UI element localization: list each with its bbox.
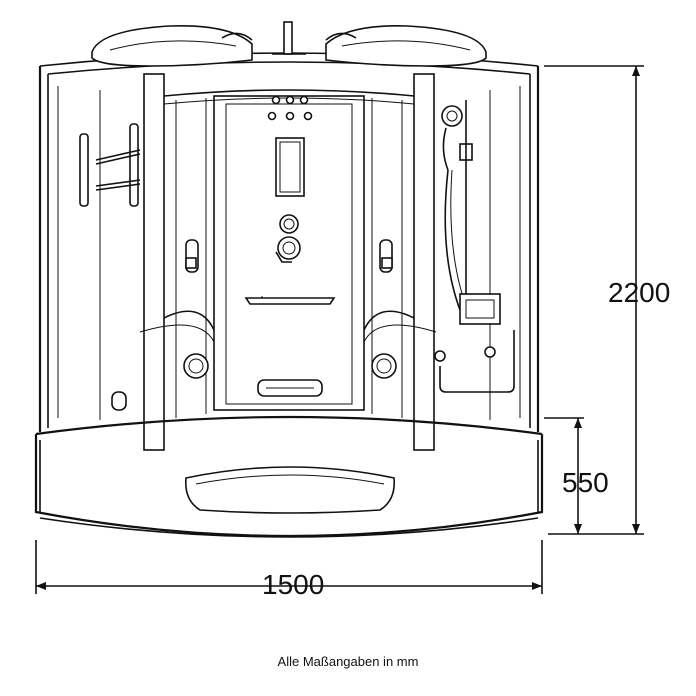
side-jets — [139, 310, 437, 379]
dimension-width — [35, 540, 543, 594]
label-width: 1500 — [262, 569, 324, 600]
door-handles — [185, 239, 393, 273]
cabin-frame — [38, 66, 540, 451]
dimension-tray-height — [544, 417, 584, 534]
dimension-total-height — [544, 65, 644, 535]
shower-tray — [34, 415, 544, 538]
shelf — [244, 296, 336, 305]
mixer-controls — [275, 214, 301, 263]
control-display — [275, 137, 305, 197]
towel-rail — [79, 123, 141, 207]
foot-rest — [257, 379, 323, 397]
label-height-tray: 550 — [562, 467, 609, 498]
label-height-total: 2200 — [608, 277, 670, 308]
cabin-roof — [39, 21, 539, 75]
units-footnote: Alle Maßangaben in mm — [277, 654, 419, 669]
radio-speaker — [111, 391, 127, 411]
hand-shower — [434, 100, 515, 393]
massage-jets — [267, 95, 313, 121]
